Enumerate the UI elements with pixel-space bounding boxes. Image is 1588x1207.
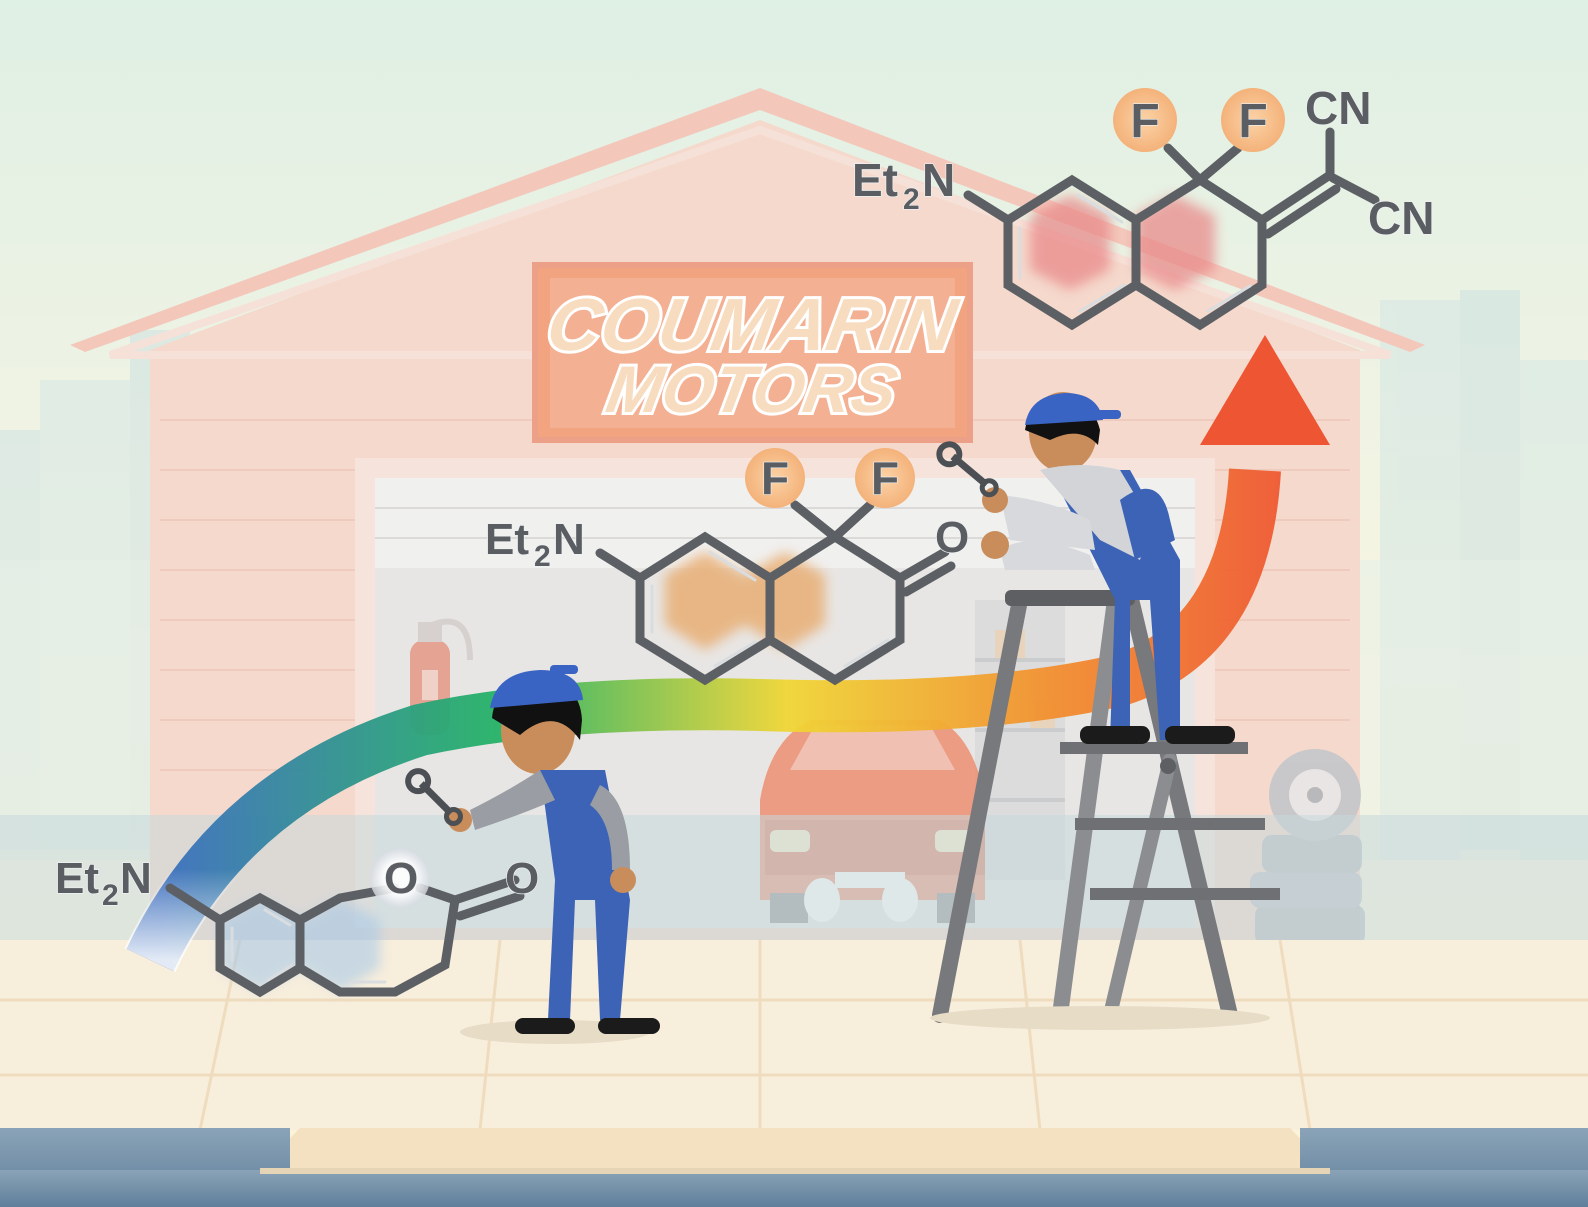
mol3-n: N [922, 154, 955, 206]
mol2-f1: F [761, 452, 789, 504]
molecule-difluoro-lactone: F F Et 2 N O [484, 448, 970, 686]
mol1-carbonyl-o: O [505, 854, 539, 903]
mol3-f1-badge [1113, 88, 1177, 152]
mol1-et: Et [55, 854, 99, 903]
sign-line-2: MOTORS [601, 353, 902, 426]
mol1-n: N [120, 854, 152, 903]
mol1-ring-o: O [384, 854, 418, 903]
mol3-f2: F [1238, 95, 1267, 148]
mol3-f1: F [1130, 95, 1159, 148]
mol3-f2-badge [1221, 88, 1285, 152]
mol2-f1-badge [745, 448, 805, 508]
step-ladder [930, 587, 1280, 1030]
mol2-n: N [553, 515, 585, 564]
mechanic-on-ground [405, 665, 660, 1044]
mol3-cn-2: CN [1368, 192, 1434, 244]
mechanic-on-ladder [936, 392, 1235, 744]
ring-oxygen-highlight [370, 848, 430, 908]
mol2-carbonyl-o: O [935, 513, 969, 562]
mol2-f2: F [871, 452, 899, 504]
mol3-et: Et [852, 154, 898, 206]
mol2-subscript: 2 [534, 540, 551, 573]
mol3-subscript: 2 [903, 183, 920, 216]
coumarin-motors-sign: COUMARIN MOTORS [532, 262, 973, 443]
mol2-et: Et [485, 515, 529, 564]
sign-line-1: COUMARIN [541, 283, 965, 366]
molecule-dicyano: F F Et 2 N CN CN [851, 81, 1435, 331]
mol1-subscript: 2 [102, 879, 119, 912]
mol2-f2-badge [855, 448, 915, 508]
mol3-cn-1: CN [1305, 82, 1371, 134]
arrow-head [1200, 335, 1330, 445]
molecule-coumarin: Et 2 N O O [54, 848, 540, 998]
